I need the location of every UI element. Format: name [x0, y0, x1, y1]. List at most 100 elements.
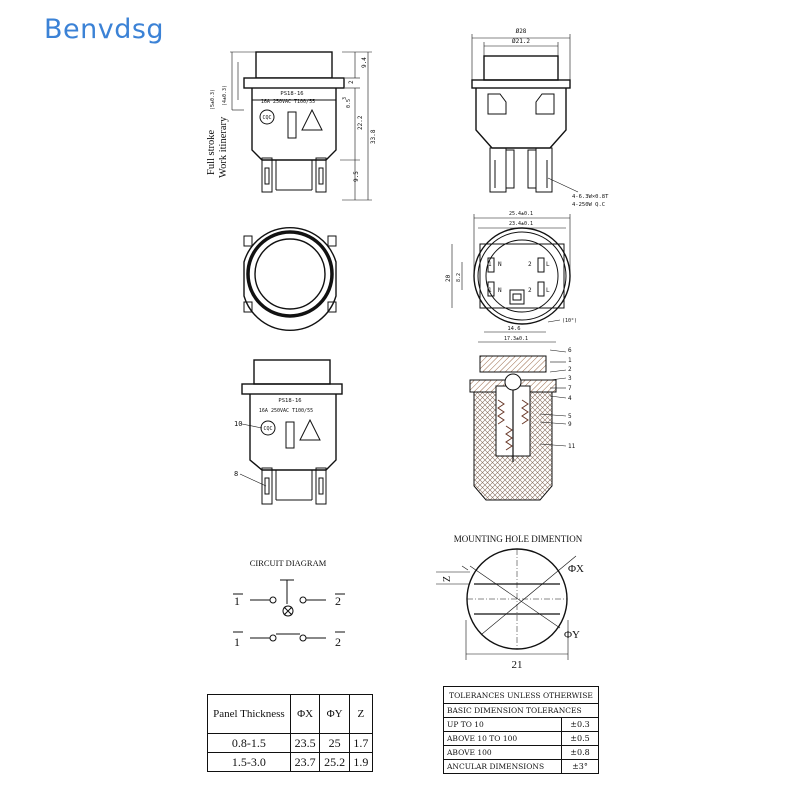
section-callout-11: 11: [568, 443, 576, 450]
dim-22-2: 22.2: [357, 115, 364, 130]
dim-33-8: 33.8: [370, 129, 377, 144]
pin-label-na: N: [498, 261, 502, 268]
dim-23-4: 23.4±0.1: [509, 221, 533, 227]
header-phi-x: ΦX: [289, 694, 321, 734]
section-callout-7: 7: [568, 385, 572, 392]
dim-phi21-2: Ø21.2: [512, 38, 530, 45]
circuit-diagram: [233, 579, 345, 642]
label-phi-x: ΦX: [568, 563, 584, 575]
mounting-hole-title: MOUNTING HOLE DIMENTION: [454, 534, 583, 544]
tolerance-title-row: TOLERANCES UNLESS OTHERWISE: [443, 686, 599, 704]
side-view-2-cqc: CQC: [263, 426, 272, 432]
pin-label-nb: N: [498, 287, 502, 294]
side-view-rating: 16A 250VAC T100/55: [261, 99, 315, 105]
table-cell: 25: [319, 733, 350, 753]
tolerance-value: ±0.5: [561, 731, 599, 746]
watermark-text: Benvdsg: [44, 14, 165, 45]
tolerance-value: ±0.3: [561, 717, 599, 732]
header-panel-thickness: Panel Thickness: [207, 694, 291, 734]
table-row: ABOVE 100 ±0.8: [443, 745, 599, 760]
front-view: [471, 34, 579, 193]
table-cell: 1.7: [348, 733, 374, 753]
section-callout-6: 6: [568, 347, 572, 354]
pin-label-2a: 2: [528, 261, 532, 268]
button-top-view: [243, 227, 337, 331]
table-cell: 1.9: [348, 752, 374, 772]
tolerance-value: ±0.8: [561, 745, 599, 760]
table-cell: 1.5-3.0: [207, 752, 291, 772]
section-view: [469, 349, 567, 501]
pin-label-1a: 1: [488, 261, 492, 268]
label-work-itinerary: Work itinerary: [218, 116, 229, 178]
dim-2: 2: [348, 80, 355, 84]
pin-label-2b: 2: [528, 287, 532, 294]
circuit-diagram-title: CIRCUIT DIAGRAM: [250, 558, 327, 568]
tolerance-subtitle: BASIC DIMENSION TOLERANCES: [443, 703, 599, 718]
dim-8-2: 8.2: [456, 273, 462, 282]
callout-10: 10: [234, 420, 242, 428]
tolerance-table: TOLERANCES UNLESS OTHERWISE BASIC DIMENS…: [443, 686, 599, 774]
side-view-model: PS18-16: [280, 91, 303, 97]
tolerance-title: TOLERANCES UNLESS OTHERWISE: [443, 686, 599, 704]
dim-9-4: 9.4: [361, 57, 368, 68]
tolerance-subtitle-row: BASIC DIMENSION TOLERANCES: [443, 703, 599, 718]
table-row: UP TO 10 ±0.3: [443, 717, 599, 732]
circuit-row1-right: 2: [335, 594, 341, 608]
side-view: [230, 51, 372, 201]
side-view-2: [239, 359, 343, 505]
circuit-row1-left: 1: [234, 594, 240, 608]
header-phi-y: ΦY: [319, 694, 350, 734]
table-cell: 23.5: [289, 733, 321, 753]
label-z: Z: [442, 576, 453, 582]
label-phi-y: ΦY: [564, 629, 580, 641]
table-row: ANCULAR DIMENSIONS ±3°: [443, 759, 599, 774]
tolerance-value: ±3°: [561, 759, 599, 774]
tolerance-range: ANCULAR DIMENSIONS: [443, 759, 562, 774]
circuit-row2-right: 2: [335, 635, 341, 649]
table-row: 0.8-1.5 23.5 25 1.7: [207, 733, 374, 753]
header-z: Z: [348, 694, 374, 734]
mounting-hole-drawing: [436, 548, 577, 660]
table-header-row: Panel Thickness ΦX ΦY Z: [207, 694, 374, 734]
dim-14-6: 14.6: [507, 326, 520, 332]
table-row: 1.5-3.0 23.7 25.2 1.9: [207, 752, 374, 772]
section-callout-2: 2: [568, 366, 572, 373]
dim-25-4: 25.4±0.1: [509, 211, 533, 217]
pin-label-la: L: [546, 261, 550, 268]
panel-thickness-table: Panel Thickness ΦX ΦY Z 0.8-1.5 23.5 25 …: [207, 694, 374, 772]
dim-20: 20: [445, 274, 452, 282]
table-cell: 23.7: [289, 752, 321, 772]
label-work-itinerary-dim: (4±0.3): [222, 85, 228, 106]
section-callout-9: 9: [568, 421, 572, 428]
section-callout-3: 3: [568, 375, 572, 382]
section-callout-4: 4: [568, 395, 572, 402]
dim-9-5: 9.5: [353, 171, 360, 182]
angle-10: (10°): [562, 318, 577, 324]
side-view-cqc: CQC: [262, 115, 271, 121]
dim-3: 3: [342, 97, 348, 100]
label-21: 21: [512, 659, 523, 671]
callout-8: 8: [234, 470, 238, 478]
pin-label-1b: 1: [488, 287, 492, 294]
side-view-2-rating: 16A 250VAC T100/55: [259, 408, 313, 414]
terminal-note-2: 4-250W Q.C: [572, 202, 605, 208]
dim-17-3: 17.3±0.1: [504, 336, 528, 342]
dim-0-5: 0.5: [346, 99, 352, 108]
tolerance-range: ABOVE 100: [443, 745, 562, 760]
label-full-stroke: Full stroke: [206, 129, 217, 175]
table-row: ABOVE 10 TO 100 ±0.5: [443, 731, 599, 746]
label-full-stroke-dim: (5±0.3): [210, 89, 216, 110]
terminal-note-1: 4-6.3W×0.8T: [572, 194, 609, 200]
bottom-view: [451, 214, 571, 343]
dim-phi28: Ø28: [516, 28, 527, 35]
tolerance-range: UP TO 10: [443, 717, 562, 732]
circuit-row2-left: 1: [234, 635, 240, 649]
section-callout-5: 5: [568, 413, 572, 420]
side-view-2-model: PS18-16: [278, 398, 301, 404]
table-cell: 25.2: [319, 752, 350, 772]
pin-label-lb: L: [546, 287, 550, 294]
tolerance-range: ABOVE 10 TO 100: [443, 731, 562, 746]
table-cell: 0.8-1.5: [207, 733, 291, 753]
